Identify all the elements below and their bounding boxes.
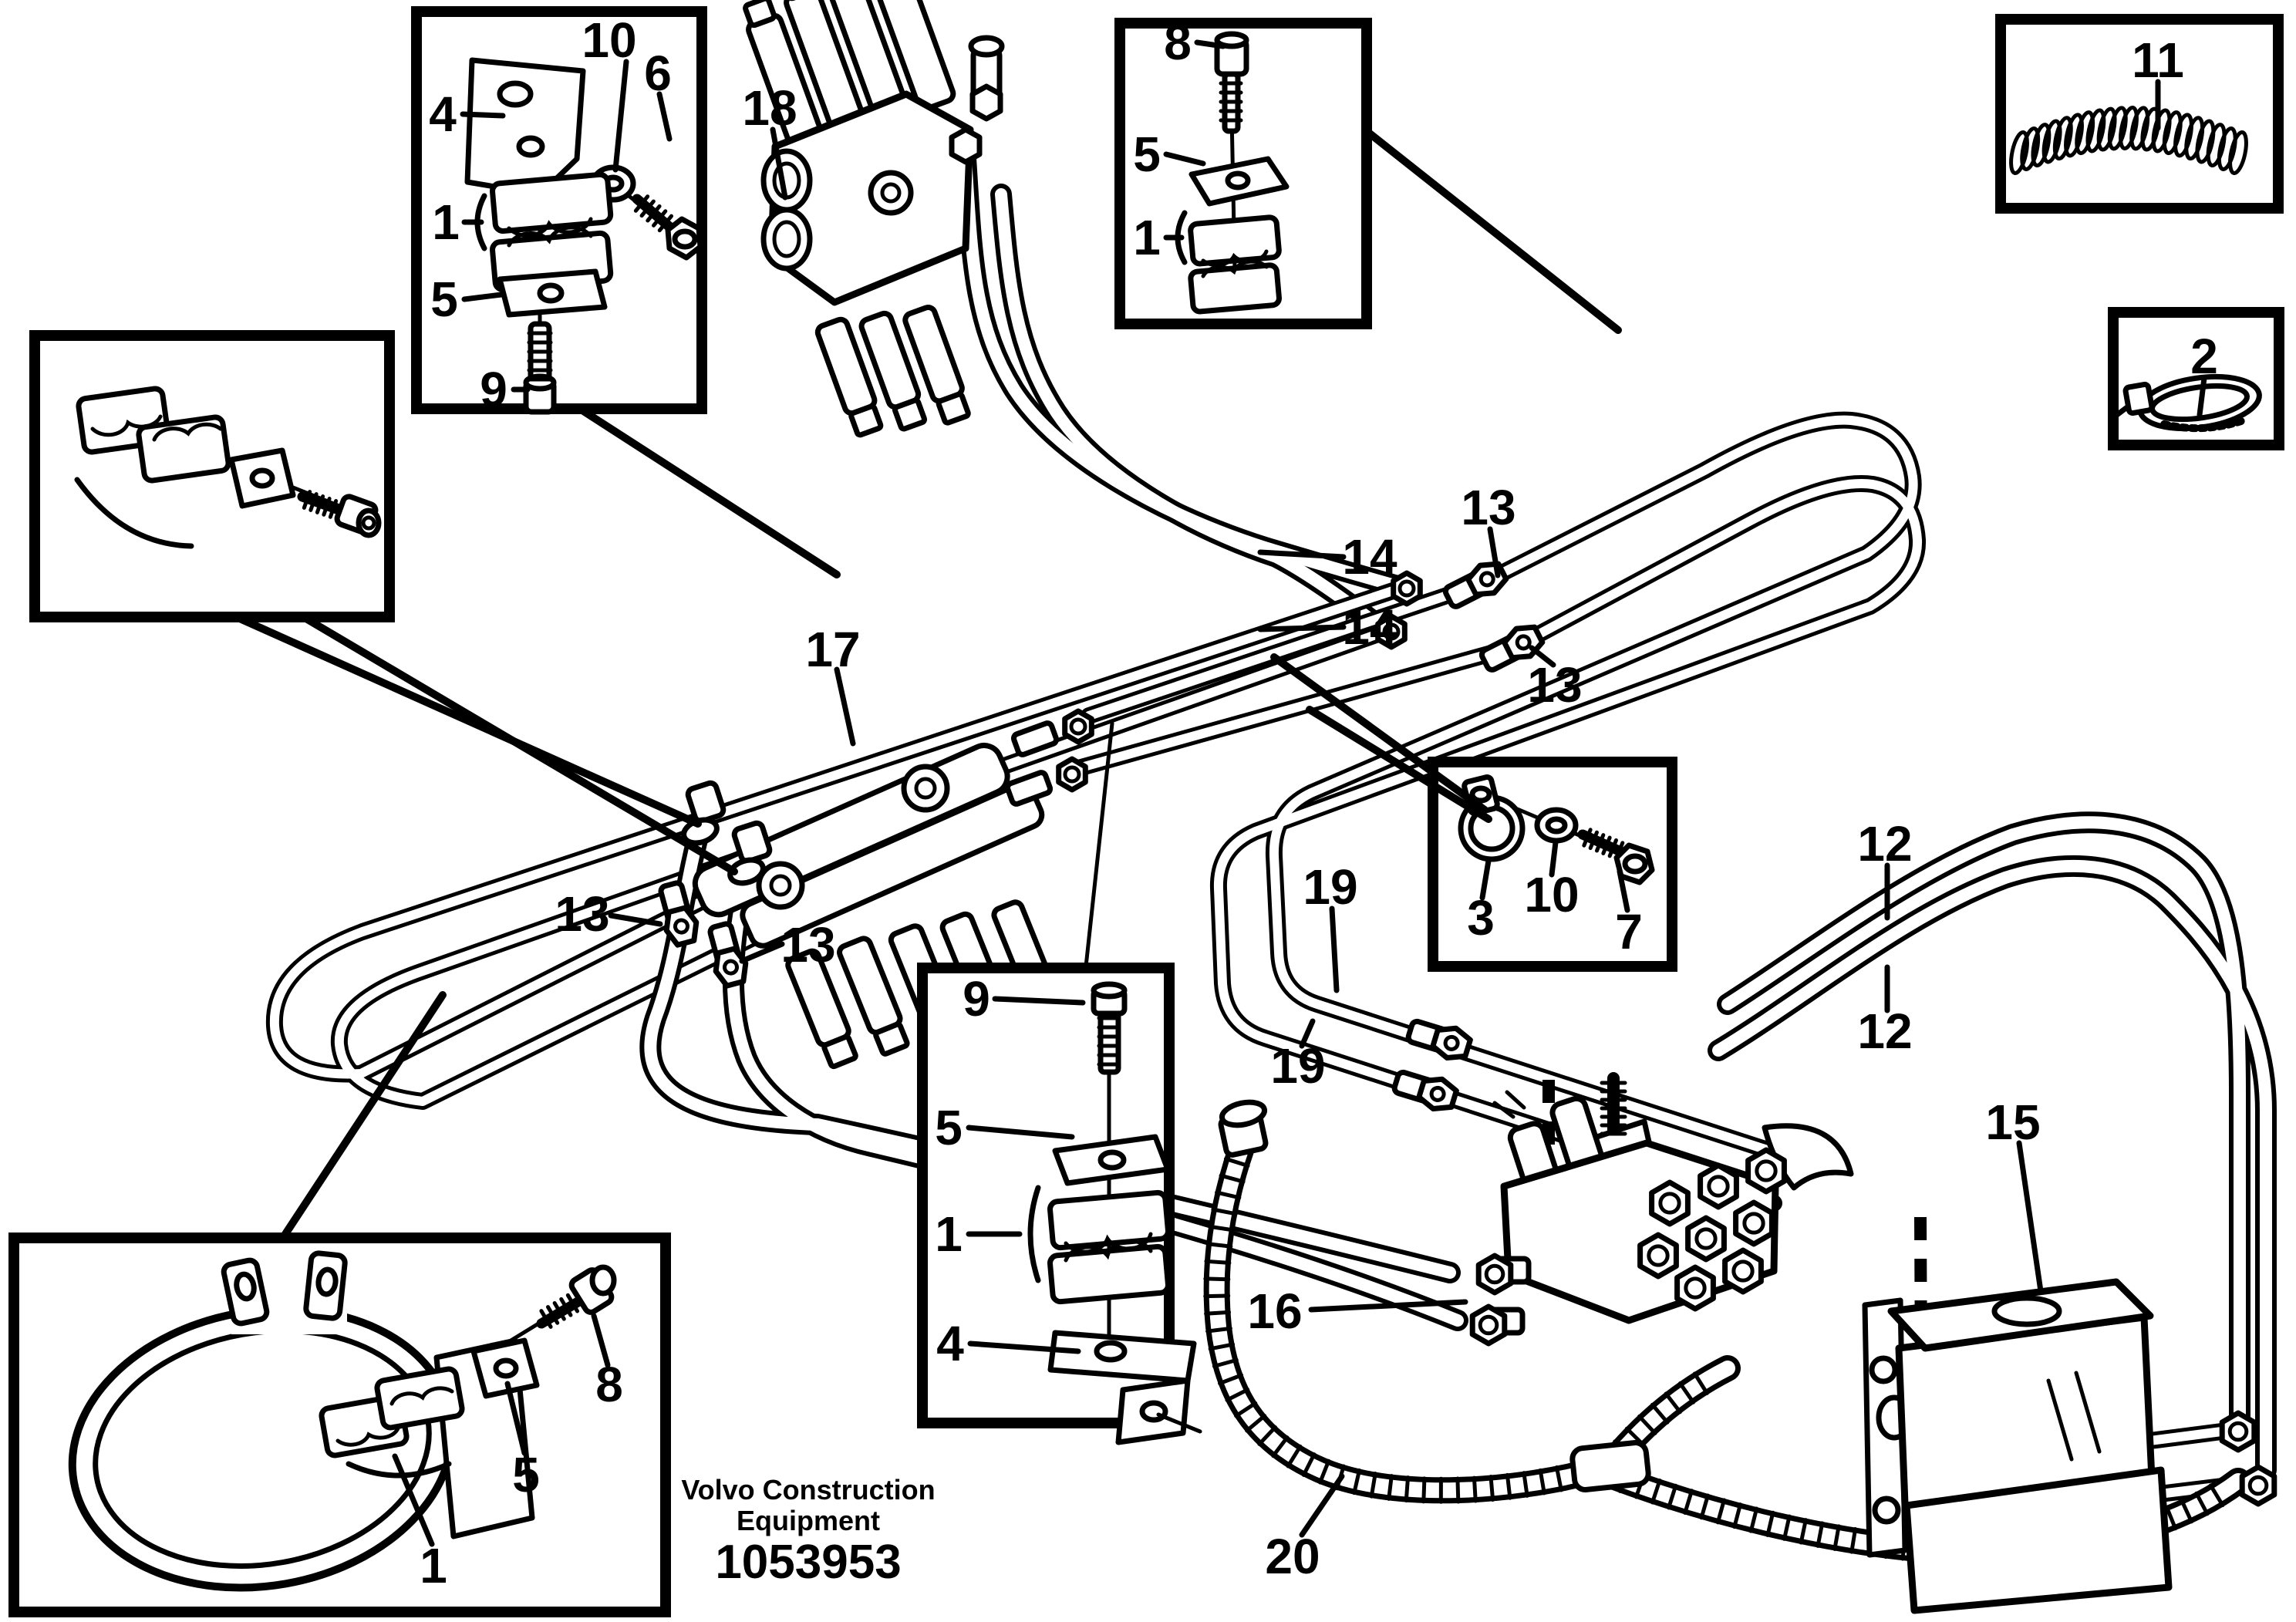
plate-5 [470, 1337, 540, 1399]
inset-box-cable-tie [2108, 307, 2284, 450]
callout-tc-1: 1 [1133, 210, 1161, 265]
inset-box-pipe-clip [1428, 757, 1677, 972]
callout-m-14-lower: 14 [1342, 599, 1397, 655]
t-fitting [1569, 1440, 1651, 1492]
callout-tl-4: 4 [429, 86, 457, 142]
footer: Volvo Construction Equipment 1053953 [681, 1474, 935, 1589]
drawing-number: 1053953 [715, 1536, 901, 1589]
clamp-halves-1 [76, 386, 231, 484]
spiral-wrap-11 [2009, 106, 2248, 175]
clamp-halves-1 [319, 1366, 465, 1458]
callout-m-14-upper: 14 [1342, 529, 1397, 585]
hex-nuts [1056, 570, 2277, 1507]
washer-10 [1534, 807, 1579, 844]
thread-ticks [302, 81, 1627, 1329]
callout-tl-5: 5 [430, 271, 458, 327]
reservoir-15 [1862, 1278, 2173, 1614]
callout-r-2: 2 [2190, 329, 2218, 384]
callout-c-9: 9 [963, 971, 990, 1027]
callout-bl-8: 8 [595, 1357, 623, 1412]
plate-5 [497, 268, 608, 318]
socket-bolt-8 [297, 491, 382, 538]
flange-bolt-7 [1577, 829, 1655, 885]
cable-tie-2 [2112, 374, 2262, 433]
callout-v17: 17 [805, 622, 860, 677]
callout-h20: 20 [1265, 1529, 1320, 1584]
bracket-4 [1047, 1330, 1202, 1445]
callout-c-4: 4 [936, 1316, 964, 1371]
callout-h12-upper: 12 [1857, 816, 1912, 872]
bracket-4 [464, 57, 586, 197]
inset-box-retaining-ring [8, 1233, 671, 1617]
callout-bl-5: 5 [512, 1447, 540, 1502]
inset-box-clamp-kit-top-center [1114, 18, 1372, 329]
brand-line2: Equipment [737, 1505, 880, 1536]
inset-box-spiral-wrap [1995, 14, 2284, 214]
callout-p19-upper: 19 [1303, 859, 1357, 915]
callout-tc-8: 8 [1164, 15, 1192, 70]
callout-tr-11: 11 [2132, 32, 2184, 88]
valve-block-18 [743, 0, 1005, 438]
callout-f-7: 7 [1615, 904, 1643, 959]
plate-5 [1188, 156, 1290, 207]
callout-tc-5: 5 [1133, 126, 1161, 182]
callout-m-13-right: 13 [1527, 657, 1582, 713]
callout-l13-right: 13 [781, 917, 835, 973]
callout-tl-10: 10 [582, 12, 636, 68]
brace-1 [346, 1461, 452, 1479]
callout-c-5: 5 [935, 1100, 963, 1155]
callout-r15: 15 [1985, 1094, 2040, 1150]
plate-5 [1052, 1134, 1171, 1186]
callout-f-10: 10 [1524, 867, 1579, 922]
callout-bl-1: 1 [420, 1538, 447, 1593]
plate-5 [228, 447, 296, 509]
callout-tl-6: 6 [644, 46, 672, 101]
inset-box-clamp-kit-center [917, 963, 1202, 1445]
leader-lines [229, 39, 2207, 1547]
callout-v16: 16 [1247, 1283, 1302, 1339]
callout-v18: 18 [742, 80, 797, 136]
callout-c-1: 1 [935, 1206, 963, 1262]
callout-l13-left: 13 [555, 886, 609, 942]
callout-tl-1: 1 [432, 194, 460, 250]
callout-h12-lower: 12 [1857, 1003, 1912, 1059]
inset-box-clamp-kit-left [29, 330, 395, 622]
callout-f-3: 3 [1467, 890, 1495, 946]
retaining-ring [68, 1250, 457, 1592]
clamp-halves-1 [1047, 1189, 1171, 1305]
brand-line1: Volvo Construction [681, 1474, 935, 1506]
bolt-9 [523, 321, 557, 415]
clamp-halves-1 [1188, 214, 1282, 315]
brace-1 [74, 477, 194, 549]
elbow-fitting-20 [1218, 1099, 1269, 1158]
callout-p19-lower: 19 [1270, 1038, 1325, 1094]
callout-tl-9: 9 [480, 362, 507, 417]
brace-1 [1027, 1185, 1041, 1283]
callout-m-13-upper: 13 [1461, 480, 1515, 535]
